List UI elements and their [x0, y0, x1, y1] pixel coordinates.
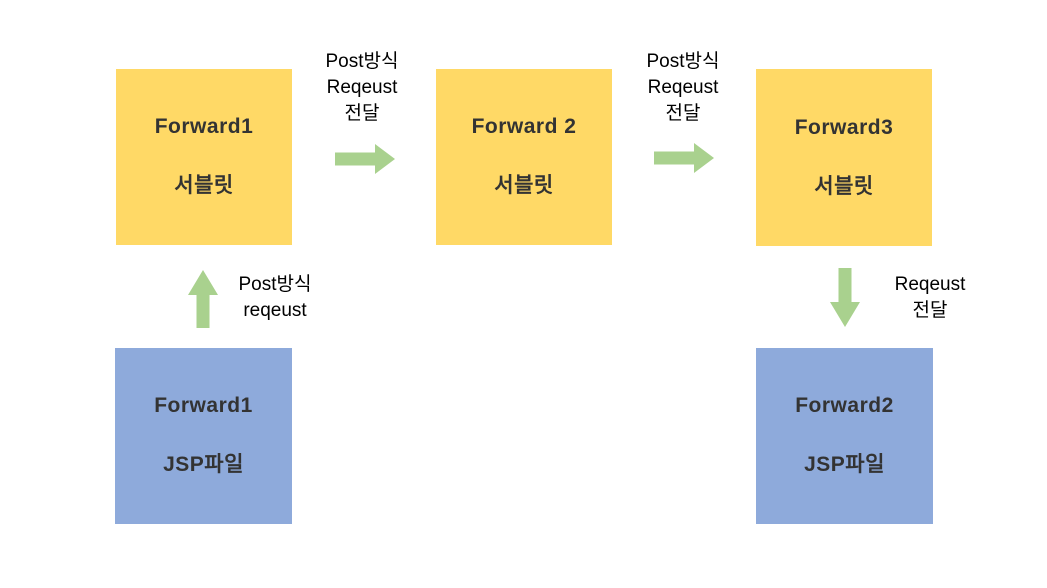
up-arrow-icon — [188, 270, 218, 328]
down-arrow-icon — [830, 268, 860, 327]
arrow2-label: Post방식 Reqeust 전달 — [646, 51, 720, 124]
jsp1-box: Forward1 JSP파일 — [115, 348, 292, 524]
up-arrow-label: Post방식 reqeust — [238, 274, 312, 321]
servlet3-title: Forward3 — [794, 115, 894, 139]
servlet1-box: Forward1 서블릿 — [116, 69, 292, 245]
jsp2-subtitle: JSP파일 — [804, 453, 885, 476]
jsp1-title: Forward1 — [154, 394, 253, 417]
down-arrow-shape — [830, 268, 860, 327]
jsp2-box: Forward2 JSP파일 — [756, 348, 933, 524]
jsp1-subtitle: JSP파일 — [163, 453, 244, 476]
right-arrow-shape — [654, 143, 714, 173]
right-arrow-icon — [654, 143, 714, 173]
servlet2-subtitle: 서블릿 — [494, 174, 554, 197]
servlet3-subtitle: 서블릿 — [814, 174, 874, 198]
up-arrow-shape — [188, 270, 218, 328]
jsp2-title: Forward2 — [795, 394, 894, 417]
servlet2-box: Forward 2 서블릿 — [436, 69, 612, 245]
down-arrow-label: Reqeust 전달 — [894, 274, 966, 321]
servlet1-subtitle: 서블릿 — [174, 174, 234, 197]
servlet3-box: Forward3 서블릿 — [756, 69, 932, 246]
right-arrow-icon — [335, 144, 395, 174]
arrow1-label: Post방식 Reqeust 전달 — [325, 51, 399, 124]
servlet2-title: Forward 2 — [471, 115, 577, 138]
right-arrow-shape — [335, 144, 395, 174]
servlet1-title: Forward1 — [154, 115, 254, 138]
